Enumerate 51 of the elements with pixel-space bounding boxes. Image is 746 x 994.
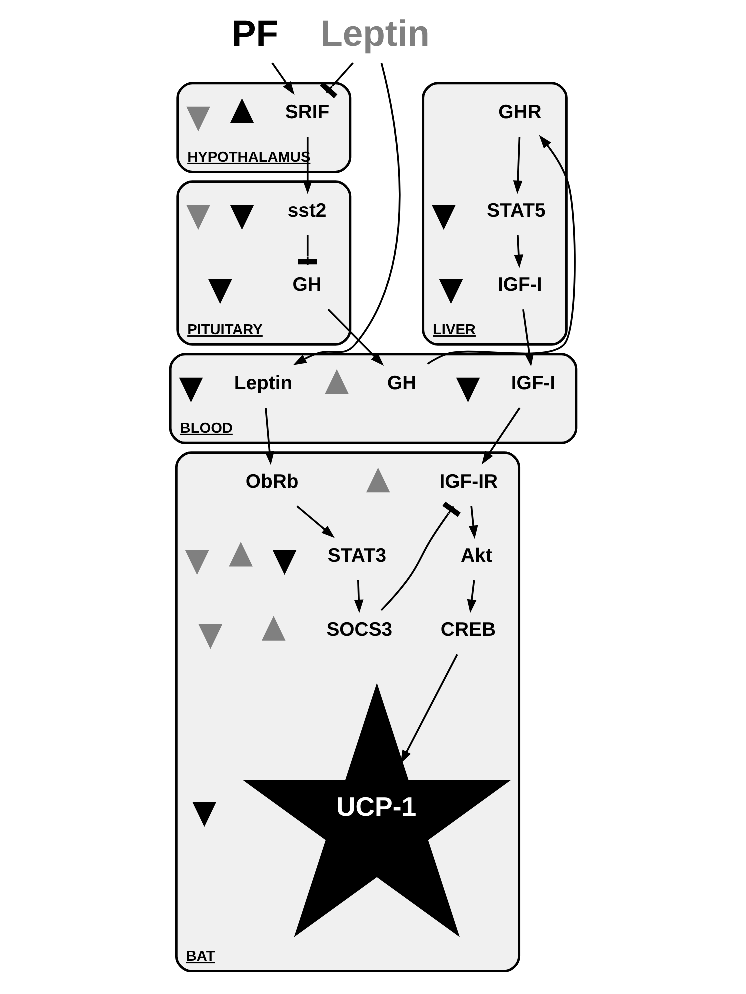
node-downarrow bbox=[432, 205, 456, 230]
node-downarrow bbox=[192, 802, 216, 828]
node-downarrow bbox=[198, 624, 222, 650]
connector bbox=[380, 502, 460, 612]
arrow bbox=[302, 137, 312, 194]
arrow bbox=[354, 580, 364, 614]
node-text: Leptin bbox=[234, 372, 292, 394]
node-text: IGF-I bbox=[510, 372, 556, 394]
arrow bbox=[327, 309, 384, 366]
node-downarrow bbox=[230, 205, 254, 230]
node-text: GH bbox=[386, 372, 416, 394]
node-text: SOCS3 bbox=[326, 619, 392, 642]
arrow bbox=[271, 62, 294, 96]
node-downarrow bbox=[186, 106, 210, 132]
node-text: SRIF bbox=[284, 101, 330, 124]
node-text: IGF-I bbox=[498, 274, 542, 296]
arrow bbox=[400, 654, 458, 764]
node-text: sst2 bbox=[287, 200, 326, 222]
node-text: Leptin bbox=[320, 12, 430, 54]
node-downarrow bbox=[456, 378, 480, 403]
node-text: GH bbox=[292, 274, 322, 296]
node-downarrow bbox=[184, 550, 209, 576]
arrow bbox=[292, 62, 400, 366]
node-text: STAT5 bbox=[486, 200, 546, 222]
node-downarrow bbox=[208, 279, 232, 304]
arrow bbox=[512, 137, 522, 194]
arrow bbox=[514, 235, 524, 268]
node-downarrow bbox=[178, 378, 203, 403]
node-text: GHR bbox=[498, 101, 542, 124]
node-uparrow bbox=[228, 542, 252, 567]
arrow bbox=[264, 408, 274, 466]
node-uparrow bbox=[261, 616, 286, 641]
node-uparrow bbox=[230, 98, 254, 124]
node-uparrow bbox=[366, 468, 390, 493]
node-text: IGF-IR bbox=[439, 470, 498, 493]
node-downarrow bbox=[272, 550, 296, 576]
node-text: STAT3 bbox=[327, 544, 386, 567]
node-text: Akt bbox=[460, 544, 492, 567]
node-downarrow bbox=[438, 279, 463, 304]
arrow bbox=[468, 506, 478, 540]
node-text: CREB bbox=[440, 619, 496, 642]
node-uparrow bbox=[324, 369, 348, 394]
arrow bbox=[481, 408, 520, 465]
node-text: ObRb bbox=[245, 470, 298, 493]
arrow bbox=[426, 135, 576, 365]
connector bbox=[320, 62, 354, 99]
node-text: PF bbox=[231, 12, 278, 54]
arrow bbox=[466, 580, 476, 614]
node-downarrow bbox=[186, 205, 210, 230]
arrow bbox=[522, 310, 534, 367]
arrow bbox=[296, 506, 334, 538]
